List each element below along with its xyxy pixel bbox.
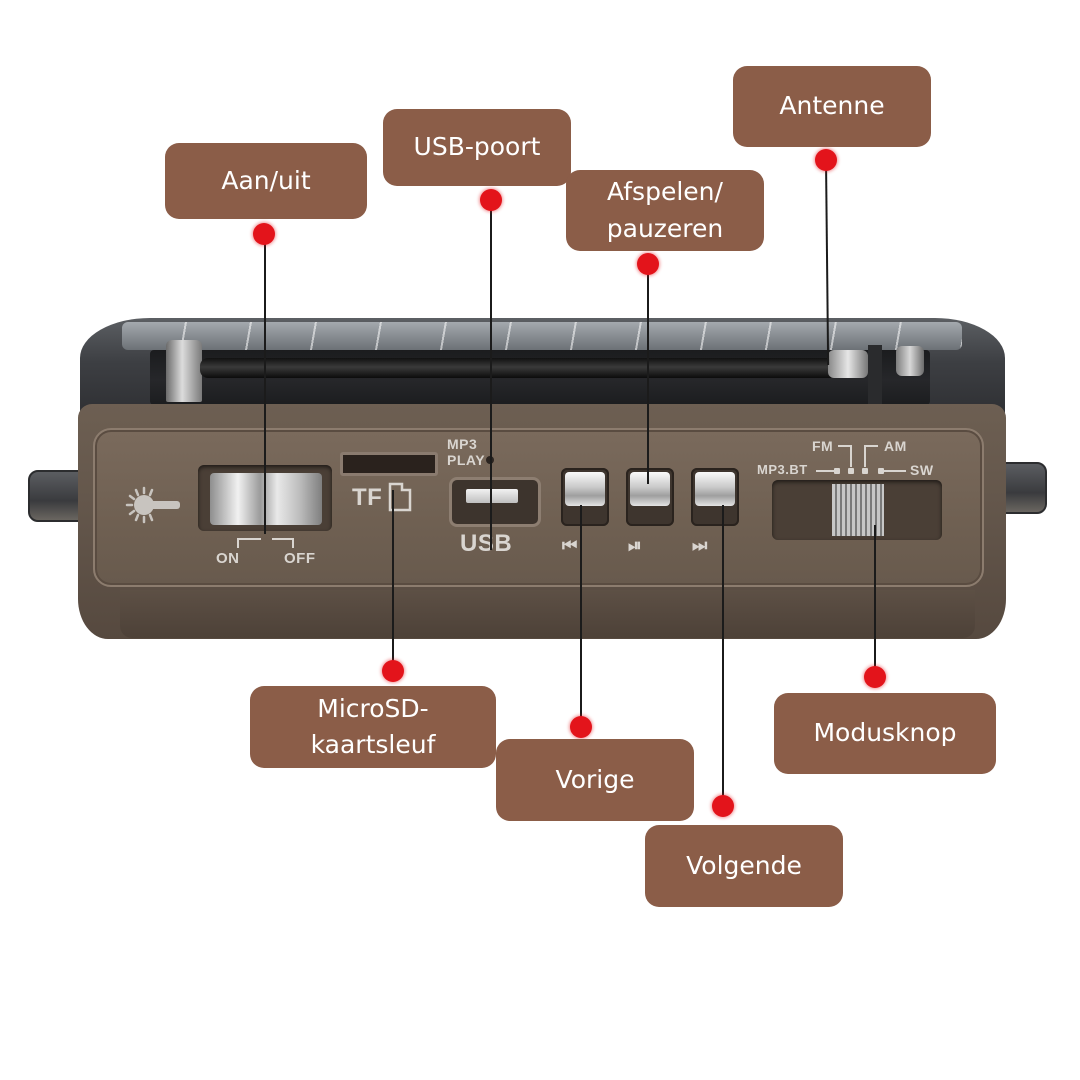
power-on-tick (237, 538, 239, 548)
play-pause-button-face (630, 472, 670, 506)
label-usb-port: USB-poort (383, 109, 571, 186)
label-antenna: Antenne (733, 66, 931, 147)
antenna-clip (868, 345, 882, 405)
mode-fm-tick-h (838, 445, 852, 447)
usb-label: USB (460, 530, 513, 557)
solar-panel (122, 322, 962, 350)
leader-usb (490, 200, 492, 550)
label-microsd-slot: MicroSD- kaartsleuf (250, 686, 496, 768)
mode-sw-label: SW (910, 462, 934, 478)
label-previous: Vorige (496, 739, 694, 821)
antenna-hinge (166, 340, 202, 402)
pin-microsd (382, 660, 404, 682)
sd-card-icon (388, 482, 412, 512)
mode-switch[interactable] (782, 484, 932, 536)
leader-next (722, 505, 724, 805)
mode-am-tick-v (864, 445, 866, 467)
leader-play (647, 264, 649, 484)
mode-mp3bt-label: MP3.BT (757, 462, 808, 477)
next-button[interactable] (691, 468, 739, 526)
mode-position-1 (834, 468, 840, 474)
tf-label: TF (352, 484, 383, 511)
power-off-label: OFF (284, 550, 316, 567)
previous-icon: ⏮ (562, 536, 577, 555)
pin-antenna (815, 149, 837, 171)
mode-fm-label: FM (812, 438, 834, 454)
power-off-tick (292, 538, 294, 548)
pin-prev (570, 716, 592, 738)
next-icon: ⏭ (692, 536, 707, 555)
microsd-slot[interactable] (340, 452, 438, 476)
body-base (120, 590, 975, 638)
previous-button[interactable] (561, 468, 609, 526)
label-power: Aan/uit (165, 143, 367, 219)
antenna[interactable] (200, 358, 860, 378)
mode-position-3 (862, 468, 868, 474)
usb-port-tongue (466, 489, 518, 503)
power-on-bracket (237, 538, 261, 540)
pin-next (712, 795, 734, 817)
leader-power (264, 234, 266, 534)
next-button-face (695, 472, 735, 506)
mode-mp3bt-tick (816, 470, 836, 472)
antenna-tip (828, 350, 868, 378)
play-pause-icon: ⏯ (628, 536, 642, 555)
pin-mode (864, 666, 886, 688)
mode-switch-grip (832, 484, 884, 536)
pin-usb (480, 189, 502, 211)
label-mode-switch: Modusknop (774, 693, 996, 774)
mode-switch-well (772, 480, 942, 540)
mode-fm-tick-v (850, 445, 852, 467)
pin-power (253, 223, 275, 245)
flashlight-icon (125, 486, 180, 524)
mode-am-label: AM (884, 438, 907, 454)
power-switch[interactable] (210, 473, 322, 525)
antenna-cap (896, 346, 924, 376)
label-play-pause: Afspelen/ pauzeren (566, 170, 764, 251)
leader-prev (580, 505, 582, 725)
mode-sw-tick (884, 470, 906, 472)
power-off-bracket (272, 538, 294, 540)
leader-mode (874, 525, 876, 677)
leader-microsd (392, 490, 394, 670)
mode-position-4 (878, 468, 884, 474)
pin-play (637, 253, 659, 275)
mode-position-2 (848, 468, 854, 474)
play-pause-button[interactable] (626, 468, 674, 526)
previous-button-face (565, 472, 605, 506)
mp3-play-label: MP3 PLAY (447, 436, 486, 468)
usb-port[interactable] (449, 477, 541, 527)
mode-am-tick-h (864, 445, 878, 447)
power-on-label: ON (216, 550, 240, 567)
label-next: Volgende (645, 825, 843, 907)
